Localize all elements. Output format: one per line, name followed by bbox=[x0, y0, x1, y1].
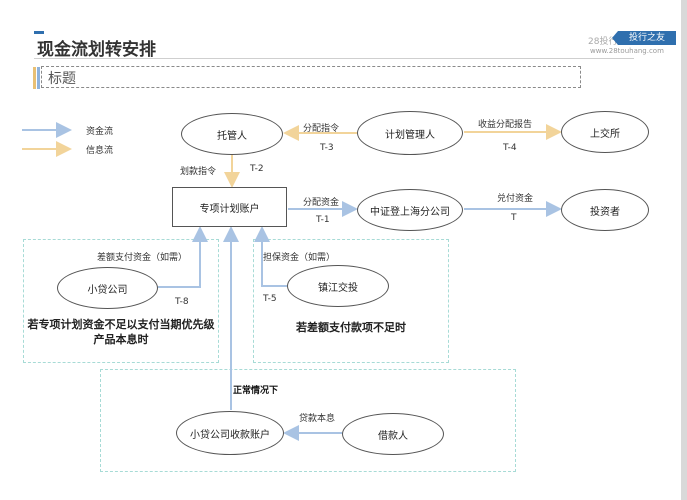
node-plan-manager: 计划管理人 bbox=[357, 111, 463, 155]
node-exchange: 上交所 bbox=[561, 111, 649, 153]
title-divider bbox=[34, 58, 634, 59]
label-t-minus-2: T-2 bbox=[250, 164, 264, 174]
node-loan-company: 小贷公司 bbox=[57, 267, 158, 309]
note-insufficient-plan-funds: 若专项计划资金不足以支付当期优先级产品本息时 bbox=[27, 318, 215, 346]
arrow-guarantee-funds bbox=[254, 226, 287, 287]
label-t-minus-4: T-4 bbox=[503, 143, 517, 153]
subtitle-frame bbox=[41, 66, 581, 88]
label-differential-payment: 差额支付资金（如需） bbox=[97, 253, 188, 263]
page-edge-shadow bbox=[681, 0, 687, 500]
label-normal-case: 正常情况下 bbox=[233, 386, 279, 396]
node-csdc: 中证登上海分公司 bbox=[357, 189, 463, 231]
brand-url: www.28touhang.com bbox=[590, 47, 664, 55]
node-investor: 投资者 bbox=[561, 189, 649, 231]
scenario-frame-left bbox=[23, 239, 219, 363]
label-payout-funds: 兑付资金 bbox=[497, 194, 534, 204]
label-t-minus-8: T-8 bbox=[175, 297, 189, 307]
legend-label-fund: 资金流 bbox=[86, 127, 114, 137]
label-t-minus-1: T-1 bbox=[316, 215, 330, 225]
legend-label-info: 信息流 bbox=[86, 146, 114, 156]
label-distribution-funds: 分配资金 bbox=[303, 198, 340, 208]
label-t-minus-3: T-3 bbox=[320, 143, 334, 153]
label-loan-principal: 贷款本息 bbox=[299, 414, 336, 424]
label-t-minus-5: T-5 bbox=[263, 294, 277, 304]
node-borrower: 借款人 bbox=[342, 413, 444, 455]
title-accent bbox=[34, 31, 44, 34]
note-insufficient-differential: 若差额支付款项不足时 bbox=[296, 321, 406, 334]
page-title: 现金流划转安排 bbox=[37, 40, 156, 60]
brand-badge: 投行之友 bbox=[612, 31, 676, 45]
subtitle-accent-orange bbox=[33, 67, 36, 89]
node-collection-account: 小贷公司收款账户 bbox=[176, 411, 284, 455]
scenario-frame-bottom bbox=[100, 369, 516, 472]
scenario-frame-right bbox=[253, 239, 449, 363]
arrow-differential-payment bbox=[158, 226, 208, 288]
label-transfer-instruction: 划款指令 bbox=[180, 167, 217, 177]
label-distribution-instruction: 分配指令 bbox=[303, 124, 340, 134]
node-custodian: 托管人 bbox=[181, 113, 283, 155]
node-zhenjiang: 镇江交投 bbox=[287, 265, 389, 307]
brand-name: 28投行 bbox=[588, 37, 618, 47]
node-special-account: 专项计划账户 bbox=[172, 187, 287, 227]
label-guarantee-funds: 担保资金（如需） bbox=[263, 253, 336, 263]
subtitle: 标题 bbox=[48, 71, 76, 87]
label-income-report: 收益分配报告 bbox=[478, 120, 533, 130]
subtitle-accent-blue bbox=[37, 67, 40, 89]
label-t: T bbox=[511, 213, 517, 223]
